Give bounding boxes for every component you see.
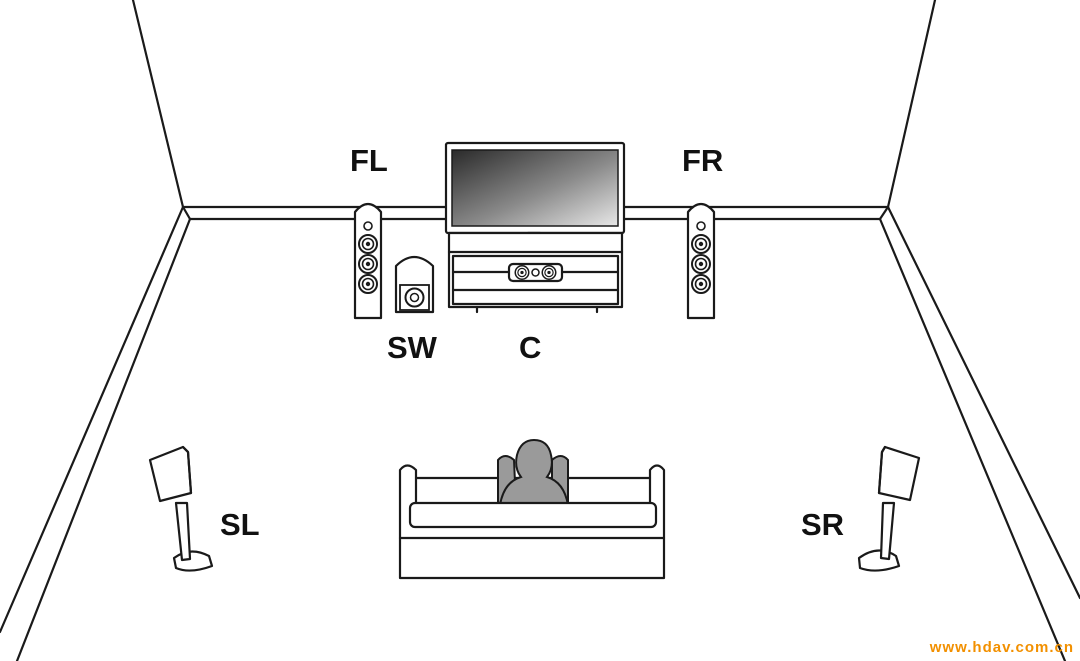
label-fl: FL: [350, 143, 388, 178]
surround-right-speaker: [857, 445, 921, 572]
label-c: C: [519, 330, 541, 365]
tv: [444, 141, 626, 249]
label-sr: SR: [801, 507, 844, 542]
label-fr: FR: [682, 143, 723, 178]
watermark: www.hdav.com.cn: [929, 639, 1074, 656]
subwoofer: [394, 255, 435, 314]
label-sl: SL: [220, 507, 260, 542]
front-left-speaker: [353, 202, 383, 320]
sofa-cushion: [398, 501, 666, 540]
center-speaker: [507, 262, 564, 283]
label-sw: SW: [387, 330, 438, 365]
front-right-speaker: [686, 202, 716, 320]
person: [497, 438, 570, 506]
surround-left-speaker: [148, 445, 214, 572]
